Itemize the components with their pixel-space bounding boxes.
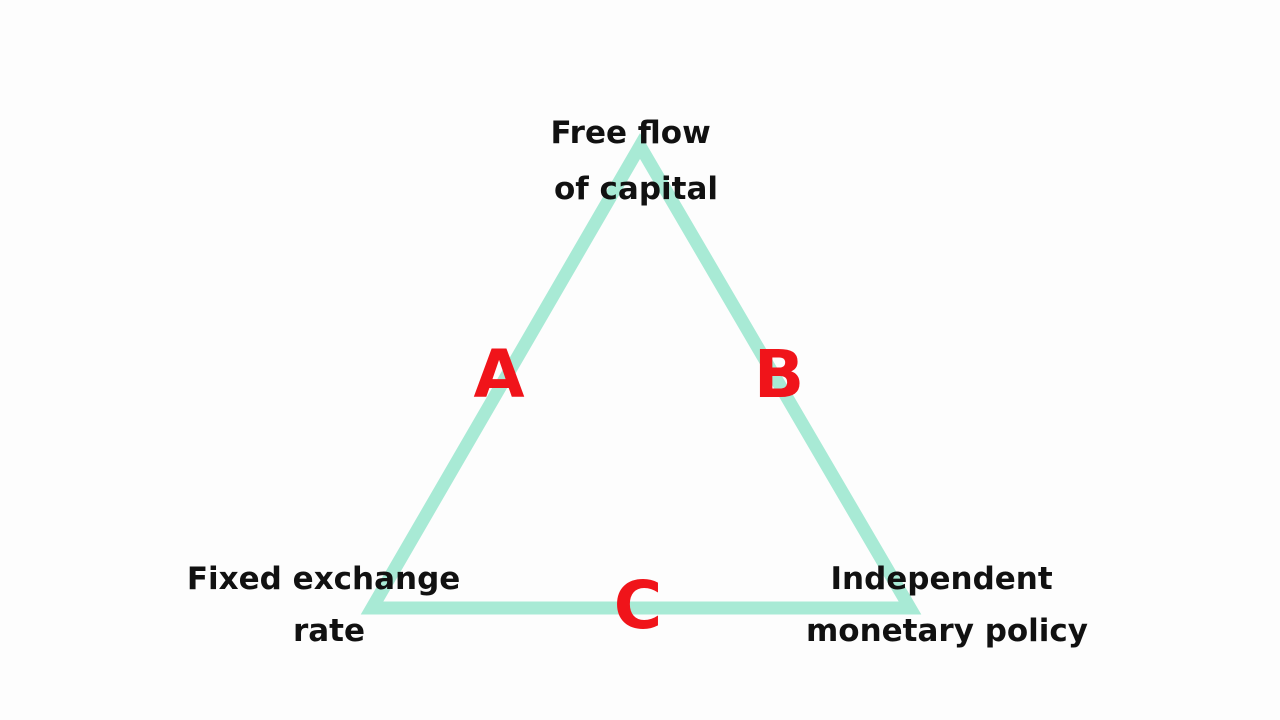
vertex-label-right-line-2: monetary policy (806, 613, 1088, 649)
vertex-label-left-line-1: Fixed exchange (187, 561, 460, 597)
vertex-label-right: Independent monetary policy (806, 561, 1088, 649)
edge-letter-a: A (473, 336, 524, 413)
edge-letter-c: C (614, 567, 662, 644)
vertex-label-left: Fixed exchange rate (187, 561, 471, 649)
vertex-label-top: Free flow of capital (550, 115, 721, 207)
edge-letter-b: B (754, 336, 804, 413)
vertex-label-top-line-1: Free flow (550, 115, 710, 151)
vertex-label-top-line-2: of capital (554, 171, 718, 207)
vertex-label-right-line-1: Independent (830, 561, 1052, 597)
triangle-outline (360, 133, 922, 615)
vertex-label-left-line-2: rate (293, 613, 365, 649)
